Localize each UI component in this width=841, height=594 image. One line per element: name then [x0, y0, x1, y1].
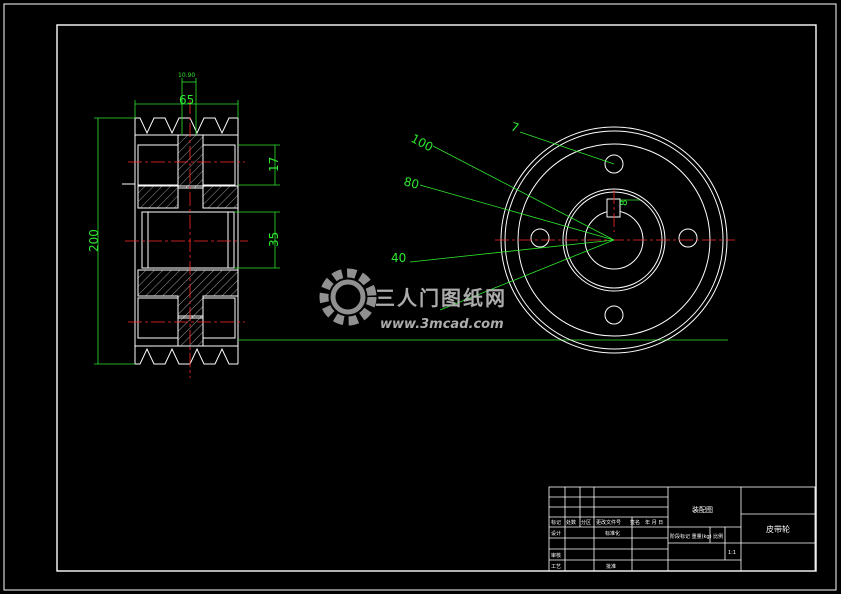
tb-header-zone: 分区 [581, 519, 591, 526]
watermark: 三人门图纸网 www.3mcad.com [319, 268, 507, 332]
watermark-brand: 三人门图纸网 [375, 286, 507, 310]
section-centerlines [125, 100, 248, 378]
gear-icon [319, 268, 377, 326]
section-dimensions [94, 78, 728, 365]
web-upper [177, 134, 204, 189]
tb-process-label: 工艺 [551, 564, 561, 570]
tb-header-count: 处数 [566, 519, 576, 526]
dim-hole-7: 7 [509, 120, 521, 136]
dim-small: 10.90 [178, 72, 195, 79]
rim-bottom [135, 347, 238, 365]
tb-check-label: 审核 [551, 552, 561, 559]
hub-hatch-upper [137, 185, 239, 209]
rim-top [135, 117, 238, 135]
tb-header-date: 年 月 日 [645, 519, 663, 526]
web-lower [177, 315, 204, 347]
dim-key-8: 8 [619, 200, 630, 206]
dim-face-width: 65 [179, 93, 194, 107]
tb-approve-value: 批准 [606, 563, 616, 570]
tb-stage-header: 阶段标记 重量(kg) 比例 [670, 533, 723, 540]
dim-hub-80: 80 [402, 174, 420, 191]
hub-hatch-lower [137, 269, 239, 319]
tb-header-sign: 签名 [630, 519, 640, 526]
front-leaders [409, 131, 640, 311]
keyway [606, 198, 621, 218]
dim-hub-40: 40 [391, 251, 406, 265]
dim-bore: 35 [267, 232, 281, 247]
title-block [548, 486, 816, 572]
tb-scale: 1:1 [728, 550, 736, 556]
tb-design-label: 设计 [551, 530, 561, 537]
tb-header-mark: 标记 [551, 519, 561, 526]
title-block-text: 标记 处数 分区 更改文件号 签名 年 月 日 设计 标准化 审核 工艺 批准 … [551, 505, 790, 570]
inner-border [56, 24, 817, 572]
watermark-url: www.3mcad.com [380, 317, 504, 332]
section-view [122, 117, 239, 365]
tb-drawing-name: 装配图 [692, 505, 713, 514]
bore [141, 211, 235, 269]
outer-border [3, 3, 837, 591]
tb-header-docno: 更改文件号 [596, 519, 621, 526]
front-centerlines [495, 190, 735, 241]
dim-hub-100: 100 [409, 131, 436, 154]
tb-design-value: 标准化 [605, 530, 620, 537]
dim-outer-diameter: 200 [87, 229, 101, 252]
tb-part-name: 皮带轮 [766, 524, 790, 534]
dim-groove: 17 [267, 157, 281, 172]
